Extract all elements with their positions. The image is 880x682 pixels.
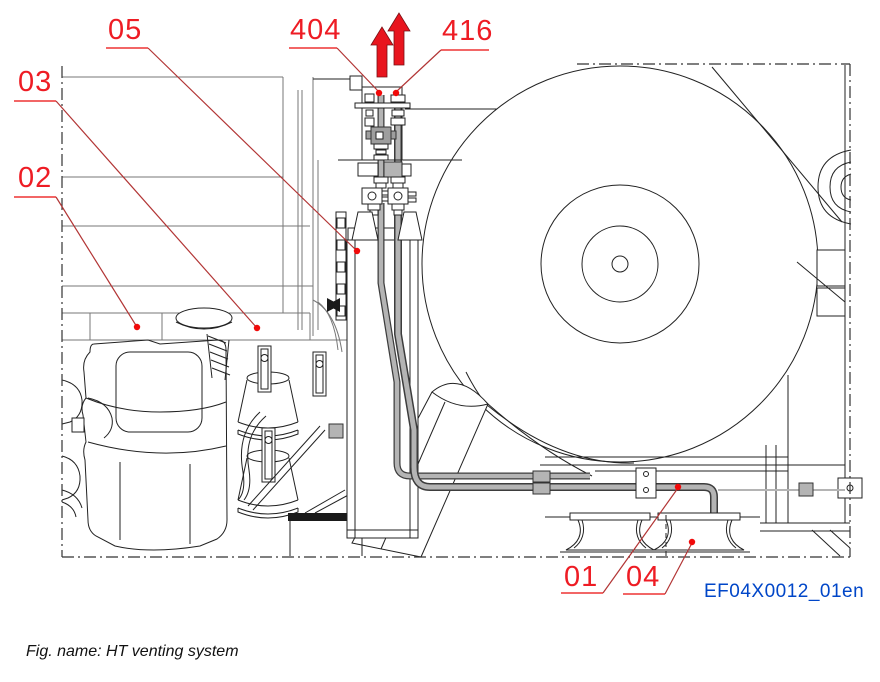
frame-edge-fittings: [61, 379, 85, 518]
drawing-number: EF04X0012_01en: [704, 581, 865, 602]
leader-dots: [133, 89, 696, 546]
reference-lines: [313, 75, 497, 161]
up-arrow-icon: [387, 12, 411, 66]
turbo-housing-blob: [81, 339, 228, 551]
leader-line-01: [602, 487, 679, 594]
leader-dot-404: [375, 89, 383, 97]
boundary-frame: [61, 63, 851, 558]
callout-04: 04: [626, 561, 661, 593]
flywheel: [421, 65, 819, 463]
flow-arrows: [370, 12, 411, 78]
callout-underlines: [14, 47, 665, 595]
callout-404: 404: [290, 14, 342, 46]
leader-line-05: [147, 47, 358, 252]
leader-line-416: [396, 49, 442, 92]
leader-line-02: [55, 196, 138, 328]
machinery-behind-flywheel: [711, 65, 852, 557]
callout-03: 03: [18, 66, 53, 98]
engine-flange-strip: [335, 211, 347, 321]
guide-bars: [257, 345, 327, 483]
callout-01: 01: [564, 561, 599, 593]
pipe-supports: [532, 467, 845, 499]
leader-line-404: [336, 47, 380, 93]
leader-dot-03: [253, 324, 261, 332]
up-arrow-icon: [370, 26, 394, 78]
leader-dot-04: [688, 538, 696, 546]
callout-02: 02: [18, 162, 53, 194]
figure-caption: Fig. name: HT venting system: [26, 643, 239, 660]
leader-dot-416: [392, 89, 400, 97]
leader-dot-01: [674, 483, 682, 491]
leader-dot-02: [133, 323, 141, 331]
vent-valve-assembly: [351, 86, 423, 241]
leader-lines: [55, 47, 693, 595]
engine-mounts: [545, 512, 760, 556]
threaded-connector: [175, 307, 233, 381]
leader-dot-05: [353, 247, 361, 255]
leader-line-03: [55, 100, 258, 329]
leader-line-04: [664, 542, 693, 595]
callout-05: 05: [108, 14, 143, 46]
callout-416: 416: [442, 15, 494, 47]
